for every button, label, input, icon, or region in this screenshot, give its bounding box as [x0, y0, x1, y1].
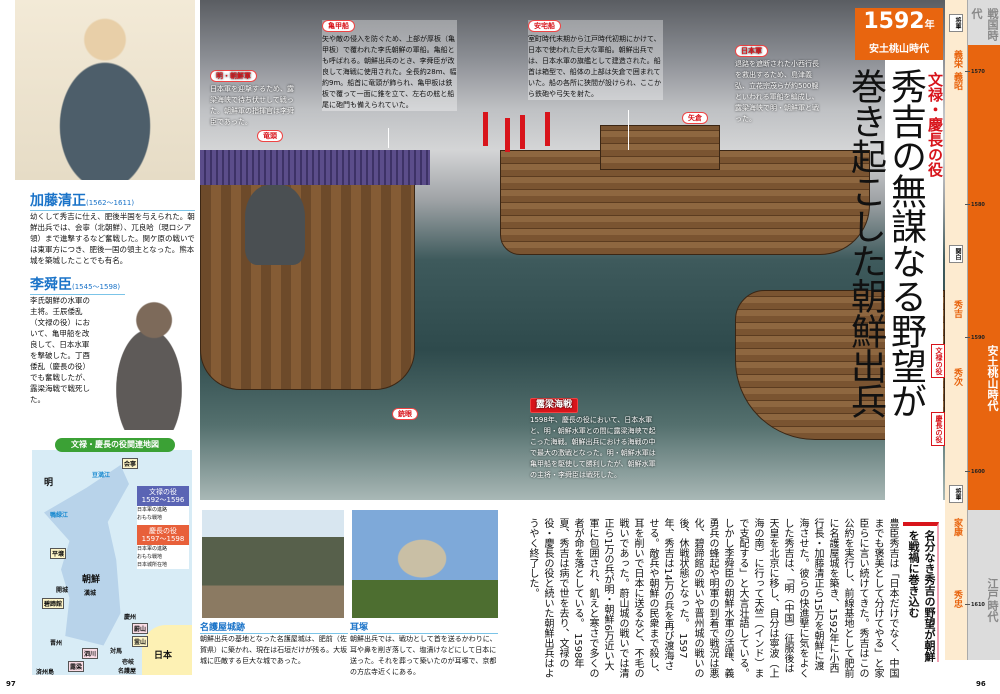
callout-ming-joseon: 明・朝鮮軍日本軍を迎撃するため、露梁海峡で待ち伏せして戦った。朝鮮軍の指揮官は李… [210, 70, 294, 126]
map-label: 会寧 [122, 458, 139, 469]
role-label: 将軍 [949, 485, 963, 503]
callout-turtle-ship: 亀甲船矢や敵の侵入を防ぐため、上部が厚板（亀甲板）で覆われた李氏朝鮮の軍船。亀船… [322, 20, 457, 111]
map-label: 済州島 [36, 669, 55, 675]
ruler-label: 秀吉 [952, 300, 962, 318]
map-label: 露梁 [68, 661, 85, 672]
legend-item: おもな戦地 [137, 554, 163, 560]
ruler-label: 義栄 [952, 50, 962, 68]
page-title-line1: 秀吉の無謀なる野望が [885, 68, 926, 418]
page-number-left: 97 [6, 680, 16, 688]
ruler-label: 家康 [952, 518, 962, 536]
map-title: 文禄・慶長の役関連地図 [55, 438, 175, 452]
ruler-label: 義昭 [952, 72, 962, 90]
photo-caption: 朝鮮出兵では、戦功として首を送るかわりに、耳や鼻を削ぎ落して、塩漬けなどにして日… [350, 635, 497, 676]
legend-item: 日本軍の進路 [137, 507, 168, 513]
era-azuchi-momoyama: 安土桃山時代 [968, 45, 1000, 510]
map-label: 鴨緑江 [50, 512, 69, 519]
nagoya-castle-photo [202, 510, 344, 618]
map-label: 慶州 [124, 614, 137, 621]
year-tick: 1590 [965, 335, 985, 341]
photo-mimizuka: 耳塚 朝鮮出兵では、戦功として首を送るかわりに、耳や鼻を削ぎ落して、塩漬けなどに… [350, 620, 498, 678]
yi-statue-image [98, 296, 200, 430]
year-tick: 1610 [965, 602, 985, 608]
callout-yagura: 矢倉 [682, 112, 708, 126]
year-tick: 1580 [965, 202, 985, 208]
ruler-label: 秀次 [952, 368, 962, 386]
year-tick: 1570 [965, 69, 985, 75]
map-label: 泗川 [82, 648, 99, 659]
japan-land [142, 625, 192, 675]
turtle-deck [200, 150, 430, 185]
article-heading: 名分なき秀吉の野望が朝鮮を戦禍に巻き込む [903, 522, 939, 662]
photo-title: 名護屋城跡 [200, 620, 348, 634]
profile-text: 幼くして秀吉に仕え、肥後半国を与えられた。朝鮮出兵では、会寧（北朝鮮）、兀良哈（… [30, 212, 195, 265]
turtle-ship [200, 170, 415, 390]
profile-text: 李氏朝鮮の水軍の主将。壬辰倭乱（文禄の役）において、亀甲船を改良して、日本水軍を… [30, 296, 90, 404]
era-sengoku: 戦国時代 [968, 0, 1000, 45]
year-badge: 1592年 安土桃山時代 [855, 8, 943, 60]
profile-kato: 加藤清正(1562〜1611) 幼くして秀吉に仕え、肥後半国を与えられた。朝鮮出… [30, 190, 195, 266]
photo-title: 耳塚 [350, 620, 498, 634]
naval-battle-illustration: 明・朝鮮軍日本軍を迎撃するため、露梁海峡で待ち伏せして戦った。朝鮮軍の指揮官は李… [200, 0, 945, 500]
legend-item: おもな戦地 [137, 515, 163, 521]
callout-atake-ship: 安宅船室町時代末期から江戸時代初期にかけて、日本で使われた巨大な軍船。朝鮮出兵で… [528, 20, 663, 100]
callout-noryang-battle: 露梁海戦 1598年、慶長の役において、日本水軍と、明・朝鮮水軍との間に露梁海峡… [530, 398, 656, 479]
timeline-sidebar: 戦国時代 安土桃山時代 江戸時代 1570 1580 1590 1600 161… [931, 0, 1000, 694]
year-tick: 1600 [965, 469, 985, 475]
map-label: 平壌 [50, 548, 67, 559]
page-number-right: 96 [976, 680, 986, 688]
map-label: 豆満江 [92, 472, 111, 479]
kato-portrait [15, 0, 195, 180]
war-marker: 文禄の役 [931, 344, 945, 378]
profile-name: 加藤清正(1562〜1611) [30, 190, 195, 211]
map-label: 名護屋 [118, 668, 137, 675]
map-label: 朝鮮 [82, 575, 101, 585]
map-label: 対馬 [110, 648, 123, 655]
map-label: 日本 [154, 651, 173, 661]
photo-caption: 朝鮮出兵の基地となった名護屋城は、肥前（佐賀県）に築かれ、現在は石垣だけが残る。… [200, 635, 348, 665]
page-title-line2: 巻き起こした朝鮮出兵 [845, 68, 886, 418]
role-label: 将軍 [949, 14, 963, 32]
era-edo: 江戸時代 [968, 510, 1000, 660]
legend-item: 日本軍の進路 [137, 546, 168, 552]
legend-item: 日本城所在地 [137, 562, 168, 568]
mimizuka-photo [352, 510, 498, 618]
map-label: 碧蹄館 [42, 598, 65, 609]
profile-name: 李舜臣(1545〜1598) [30, 274, 125, 295]
callout-gun-port: 銃眼 [392, 408, 418, 422]
war-marker: 慶長の役 [931, 412, 945, 446]
map-label: 蔚山 [132, 623, 149, 634]
callout-dragon-head: 竜頭 [257, 130, 283, 144]
related-map: 明 朝鮮 日本 会寧 平壌 開城 漢城 碧蹄館 慶州 蔚山 釜山 対馬 晋州 泗… [32, 450, 192, 675]
atake-tower [600, 125, 720, 170]
map-label: 明 [44, 478, 54, 488]
map-label: 壱岐 [122, 659, 135, 666]
profile-yi: 李舜臣(1545〜1598) 李氏朝鮮の水軍の主将。壬辰倭乱（文禄の役）において… [30, 274, 125, 405]
map-label: 晋州 [50, 640, 63, 647]
photo-nagoya: 名護屋城跡 朝鮮出兵の基地となった名護屋城は、肥前（佐賀県）に築かれ、現在は石垣… [200, 620, 348, 667]
korea-land [44, 465, 129, 646]
subtitle: 文禄・慶長の役 [926, 72, 944, 177]
dragon-head [245, 185, 305, 265]
role-label: 関白 [949, 245, 963, 263]
map-label: 漢城 [84, 590, 97, 597]
map-label: 開城 [56, 587, 69, 594]
ruler-label: 秀忠 [952, 590, 962, 608]
callout-japanese-army: 日本軍退路を遮断された小西行長を救出するため、島津義弘、立花宗茂らが約500艘と… [735, 45, 819, 123]
article-body: 豊臣秀吉は「日本だけでなく、中国までも褒美として分けてやる」と家臣らに言い続けて… [527, 518, 898, 683]
map-label: 釜山 [132, 636, 149, 647]
